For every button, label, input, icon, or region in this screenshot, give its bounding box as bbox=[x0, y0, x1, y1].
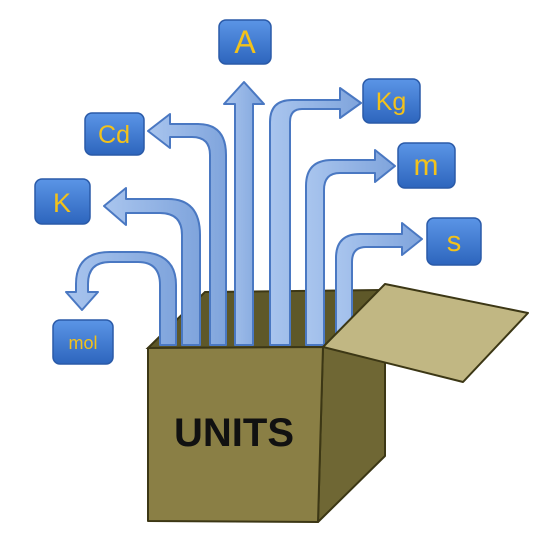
unit-badge-m: m bbox=[397, 142, 456, 189]
unit-badges: A Kg Cd m K s mol bbox=[34, 19, 482, 365]
unit-badge-s-bg bbox=[426, 217, 482, 266]
arrow-cd bbox=[147, 113, 227, 346]
unit-badge-cd: Cd bbox=[84, 112, 145, 156]
box bbox=[147, 283, 529, 523]
arrow-mol bbox=[65, 251, 177, 346]
unit-badge-A-bg bbox=[218, 19, 272, 65]
arrow-k bbox=[103, 187, 201, 346]
box-front-face bbox=[147, 346, 324, 523]
box-label: UNITS bbox=[174, 411, 294, 455]
unit-label-kg: Kg bbox=[376, 88, 407, 116]
box-open-lid bbox=[322, 283, 529, 383]
arrow-A bbox=[223, 81, 265, 346]
unit-badge-A: A bbox=[218, 19, 272, 65]
arrow-kg bbox=[269, 87, 362, 346]
unit-label-A: A bbox=[234, 24, 256, 60]
unit-badge-s: s bbox=[426, 217, 482, 266]
arrow-m bbox=[305, 149, 396, 346]
unit-badge-m-bg bbox=[397, 142, 456, 189]
unit-badge-kg-bg bbox=[362, 78, 421, 124]
unit-badge-kg: Kg bbox=[362, 78, 421, 124]
unit-label-m: m bbox=[414, 149, 439, 182]
unit-badge-cd-bg bbox=[84, 112, 145, 156]
unit-label-k: K bbox=[53, 188, 71, 218]
unit-badge-k-bg bbox=[34, 178, 91, 225]
unit-badge-mol-bg bbox=[52, 319, 114, 365]
unit-label-s: s bbox=[447, 226, 462, 258]
unit-badge-k: K bbox=[34, 178, 91, 225]
unit-badge-mol: mol bbox=[52, 319, 114, 365]
unit-label-mol: mol bbox=[68, 333, 97, 353]
unit-label-cd: Cd bbox=[98, 121, 130, 149]
